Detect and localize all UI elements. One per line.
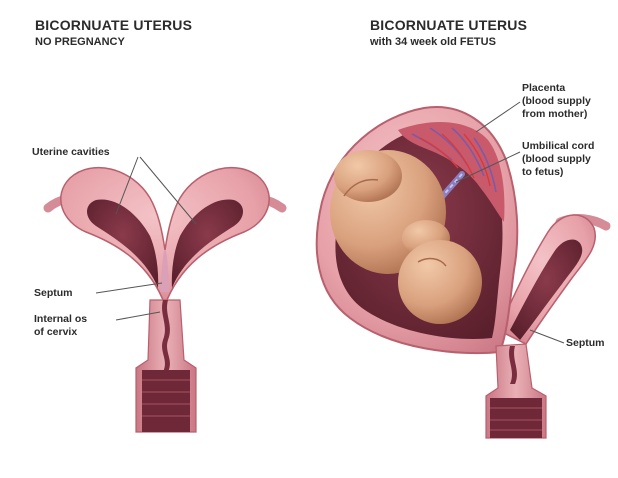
label-internal-os-line2: of cervix — [34, 326, 77, 338]
fetus-head — [398, 240, 482, 324]
fetus-legs — [334, 150, 402, 202]
label-internal-os-line1: Internal os — [34, 313, 87, 325]
label-umbilical-line2: (blood supply — [522, 153, 591, 165]
right-panel-subtitle: with 34 week old FETUS — [370, 35, 496, 50]
label-placenta-line3: from mother) — [522, 108, 587, 120]
label-uterine-cavities: Uterine cavities — [32, 146, 110, 158]
label-umbilical-line3: to fetus) — [522, 166, 563, 178]
right-panel-title: BICORNUATE UTERUS — [370, 18, 527, 33]
label-septum-left: Septum — [34, 287, 73, 299]
label-placenta-line1: Placenta — [522, 82, 565, 94]
label-placenta-line2: (blood supply — [522, 95, 591, 107]
leader-septum-left — [96, 283, 162, 293]
left-panel-subtitle: NO PREGNANCY — [35, 35, 125, 50]
label-septum-right: Septum — [566, 337, 605, 349]
label-umbilical-line1: Umbilical cord — [522, 140, 594, 152]
leader-placenta — [476, 102, 520, 132]
leader-septum-right — [530, 330, 564, 343]
right-vagina — [490, 398, 542, 438]
left-panel-title: BICORNUATE UTERUS — [35, 18, 192, 33]
left-uterus — [48, 168, 282, 432]
